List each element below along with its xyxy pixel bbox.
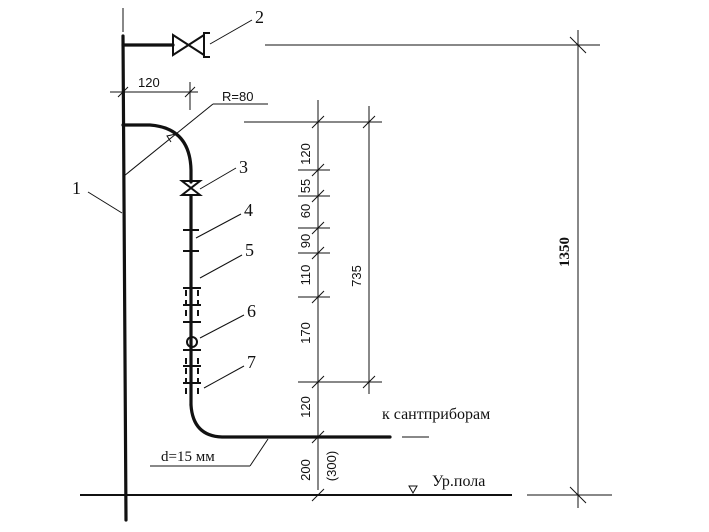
callout-7-leader xyxy=(203,365,245,389)
seg-tick-1 xyxy=(311,163,325,177)
seg-label-200: 200 xyxy=(298,459,313,481)
dim-735-label: 735 xyxy=(349,265,364,287)
seg-tick-8 xyxy=(311,488,325,502)
dim-120-tick-right xyxy=(184,86,196,98)
dim-1350-tick-top xyxy=(569,36,587,54)
callout-3: 3 xyxy=(239,157,248,177)
dim-120-label: 120 xyxy=(138,75,160,90)
seg-tick-4 xyxy=(311,246,325,260)
callout-6: 6 xyxy=(247,301,256,321)
dim-735-tick-top xyxy=(362,115,376,129)
callout-4-leader xyxy=(195,213,242,239)
callout-5: 5 xyxy=(245,240,254,260)
dim-1350-tick-bottom xyxy=(569,486,587,504)
radius-leader xyxy=(123,103,214,177)
callout-5-leader xyxy=(199,254,243,279)
radius-arrow xyxy=(166,133,177,143)
floor-level-label: Ур.пола xyxy=(432,473,485,490)
dim-735-tick-bottom xyxy=(362,375,376,389)
main-riser-pipe xyxy=(121,34,128,522)
seg-label-90: 90 xyxy=(298,234,313,248)
seg-label-55: 55 xyxy=(298,179,313,193)
seg-label-170: 170 xyxy=(298,322,313,344)
seg-tick-2 xyxy=(311,189,325,203)
diameter-leader xyxy=(249,438,269,467)
diameter-label: d=15 мм xyxy=(161,449,215,465)
branch-pipe xyxy=(121,123,193,184)
branch-pipe-bottom-bend xyxy=(189,403,392,439)
seg-label-300: (300) xyxy=(324,451,339,481)
seg-label-110: 110 xyxy=(298,265,313,286)
to-fixtures-label: к сантприборам xyxy=(382,406,490,423)
seg-label-120-bottom: 120 xyxy=(298,396,313,418)
callout-2: 2 xyxy=(255,7,264,27)
seg-tick-0 xyxy=(311,115,325,129)
top-valve-end-icon xyxy=(203,32,210,58)
callout-1: 1 xyxy=(72,178,81,198)
seg-tick-6 xyxy=(311,375,325,389)
dim-120-tick-left xyxy=(117,86,129,98)
seg-label-120-top: 120 xyxy=(298,143,313,165)
callout-6-leader xyxy=(199,314,245,339)
branch-valve-icon xyxy=(179,180,203,196)
floor-level-marker xyxy=(408,485,418,495)
callout-1-leader xyxy=(87,191,123,214)
callout-3-leader xyxy=(199,167,237,190)
top-valve-icon xyxy=(172,33,205,57)
seg-label-60: 60 xyxy=(298,204,313,218)
meter-icon xyxy=(186,336,198,348)
callout-7: 7 xyxy=(247,352,256,372)
seg-tick-5 xyxy=(311,290,325,304)
dim-1350-label: 1350 xyxy=(557,237,573,267)
callout-2-leader xyxy=(209,19,253,45)
seg-tick-7 xyxy=(311,430,325,444)
seg-tick-3 xyxy=(311,221,325,235)
callout-4: 4 xyxy=(244,200,253,220)
radius-label: R=80 xyxy=(222,89,253,104)
